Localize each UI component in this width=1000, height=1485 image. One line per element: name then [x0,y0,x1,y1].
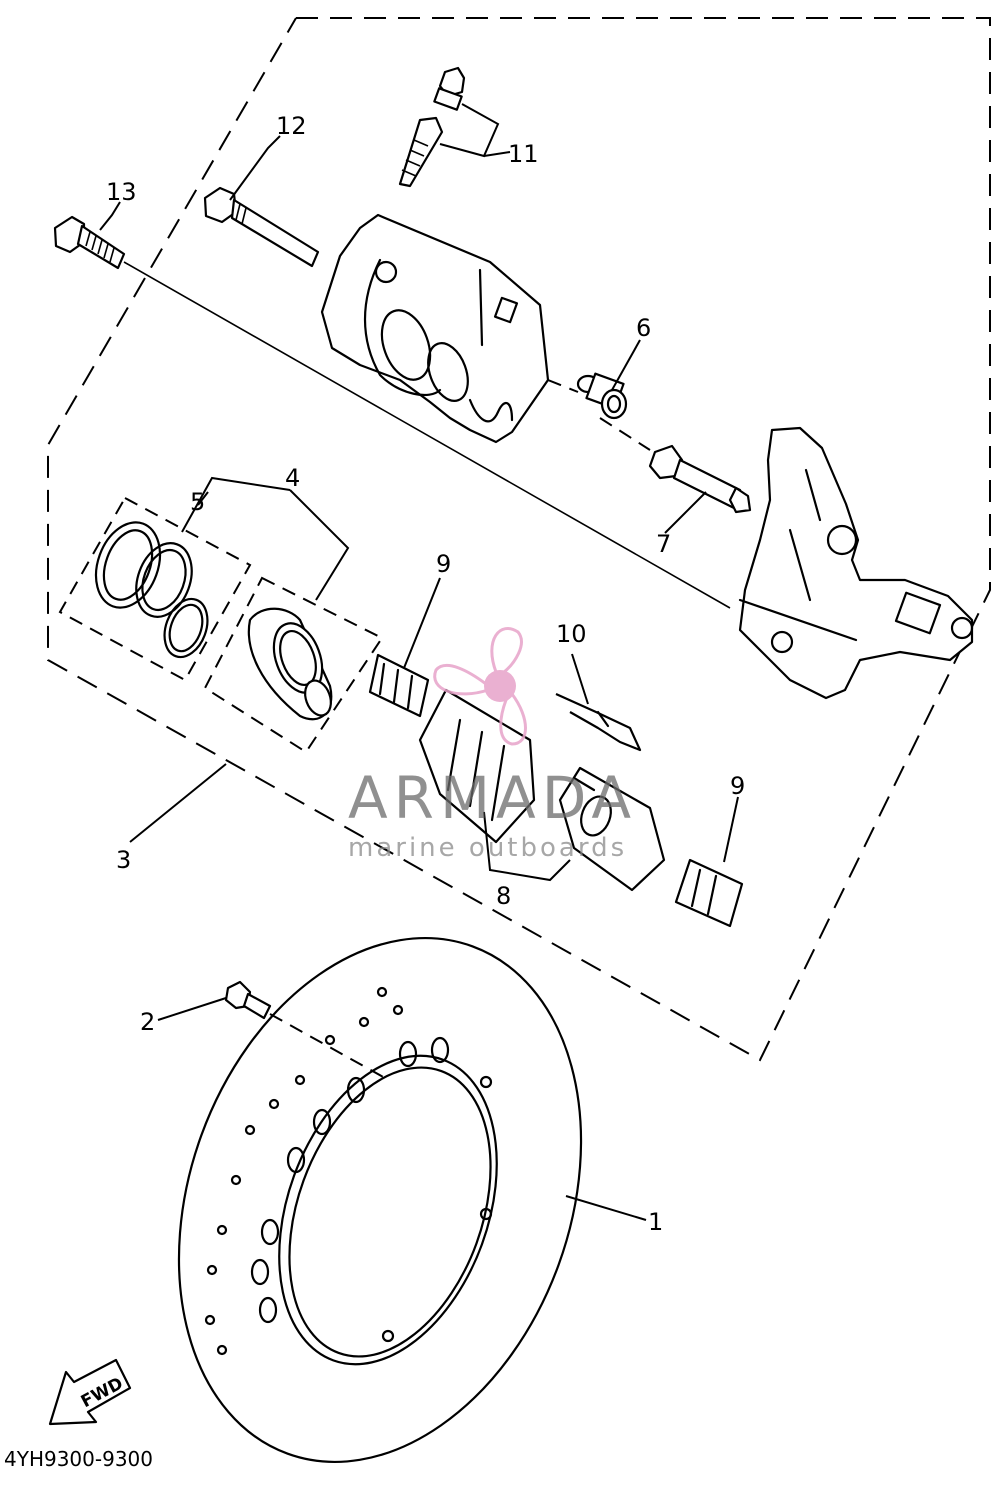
brake-disc-1 [177,936,583,1464]
caliper-bracket [738,426,974,700]
callout-10: 10 [556,620,587,648]
bushing-6 [547,372,651,451]
bolt-2 [224,980,386,1079]
propeller-logo-icon [433,627,527,746]
callout-9-upper: 9 [436,550,451,578]
caliper-body [320,213,550,444]
disc-holes [204,986,493,1356]
leader-lines [99,103,739,1221]
callout-4: 4 [285,464,300,492]
callout-12: 12 [276,112,307,140]
pin-7 [648,444,752,514]
seal-kit-5 [94,521,209,659]
pad-support-9-upper [368,653,430,718]
watermark-tagline: marine outboards [348,833,627,863]
fwd-arrow-icon: FWD [48,1358,132,1426]
callout-8: 8 [496,882,511,910]
callout-6: 6 [636,314,651,342]
piston-4 [247,607,333,721]
pad-spring-10 [555,692,642,752]
callouts: 1 2 3 4 5 6 7 8 9 9 10 11 12 13 [106,112,745,1236]
brake-pad-8-outer [558,766,666,892]
armada-watermark: ARMADA marine outboards [348,627,637,863]
watermark-brand: ARMADA [348,764,637,832]
piston-kit-outline [58,496,384,754]
callout-3: 3 [116,846,131,874]
bleed-screw-11 [398,66,466,188]
callout-13: 13 [106,178,137,206]
callout-11: 11 [508,140,539,168]
drawing-code: 4YH9300-9300 [4,1447,153,1471]
bolt-13 [53,215,731,609]
bolt-12 [203,186,320,268]
callout-7: 7 [656,530,671,558]
pad-support-9-lower [674,858,744,928]
callout-5: 5 [190,488,205,516]
caliper-assembly-outline [47,17,991,1062]
callout-1: 1 [648,1208,663,1236]
callout-9-lower: 9 [730,772,745,800]
callout-2: 2 [140,1008,155,1036]
